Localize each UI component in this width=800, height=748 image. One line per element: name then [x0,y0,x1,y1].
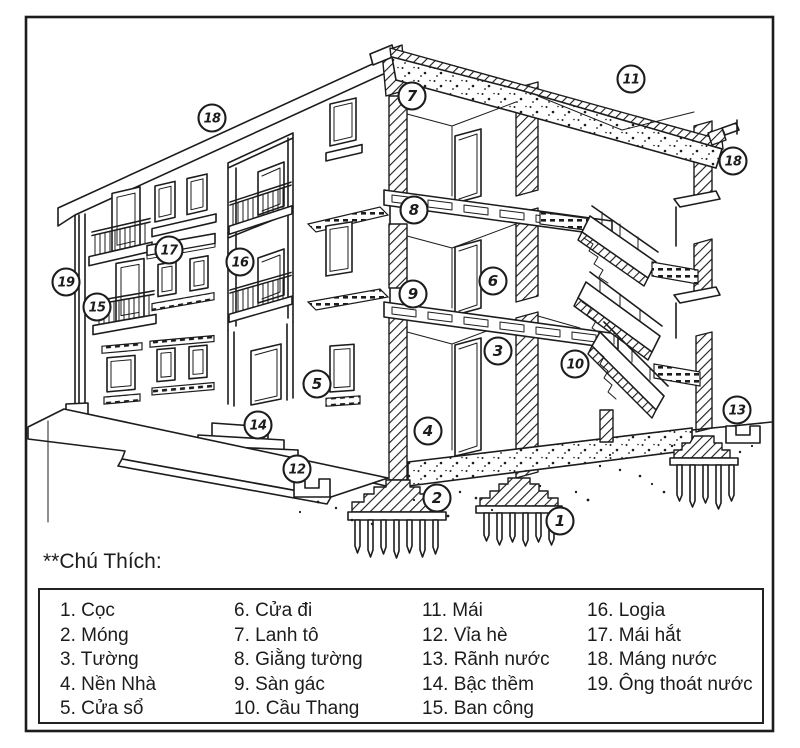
legend-column-3: 11. Mái 12. Vỉa hè 13. Rãnh nước 14. Bậc… [422,599,550,722]
cut-wall-front-mid [388,223,408,289]
window-f2-right [325,221,353,277]
callout-5: 5 [302,369,332,399]
foundation-right [669,435,739,510]
street-gutter-left [293,478,331,498]
windows-f3-mid [151,173,217,238]
windows-f1-mid [149,334,215,396]
svg-text:12: 12 [288,463,306,478]
svg-text:11: 11 [622,73,639,88]
callout-9: 9 [398,279,428,309]
drawing-border [24,15,775,733]
svg-text:3: 3 [493,342,503,360]
slab-edge-band-f2 [306,288,390,311]
legend-item: 18. Máng nước [587,649,717,670]
loggia [227,132,294,331]
svg-text:16: 16 [231,256,249,271]
legend-column-2: 6. Cửa đi 7. Lanh tô 8. Giằng tường 9. S… [234,599,363,722]
roofing-layer [389,47,724,150]
svg-text:19: 19 [57,276,75,291]
svg-text:4: 4 [422,422,433,440]
svg-text:1: 1 [555,512,565,530]
legend-item: 17. Mái hắt [587,624,681,646]
callout-3: 3 [483,336,513,366]
foundation-front [347,479,447,559]
callout-12: 12 [282,454,312,484]
staircase [539,205,701,443]
legend-item: 1. Cọc [60,600,115,621]
cut-column-lower [515,311,539,479]
cut-wall-right [673,120,721,433]
legend-item: 8. Giằng tường [234,649,363,670]
foundation-middle [475,477,563,547]
street-gutter-right [725,425,761,444]
legend-item: 5. Cửa sổ [60,698,144,719]
legend-item: 19. Ông thoát nước [587,673,753,695]
cut-wall-front-lower [388,315,408,481]
legend-item: 9. Sàn gác [234,673,325,695]
svg-text:5: 5 [312,375,322,393]
callout-18-roof-left: 18 [197,103,227,133]
callouts: 1 2 3 4 5 6 7 8 9 10 11 12 13 14 15 16 1… [51,64,752,536]
callout-18-roof-right: 18 [718,146,748,176]
window-f3-right [325,97,363,162]
svg-text:13: 13 [728,404,746,419]
legend-item: 3. Tường [60,649,139,670]
legend-heading: **Chú Thích: [43,550,162,573]
callout-10: 10 [560,349,590,379]
callout-8: 8 [399,195,429,225]
callout-7: 7 [397,81,427,111]
callout-16: 16 [225,247,255,277]
callout-14: 14 [243,410,273,440]
legend-item: 2. Móng [60,624,129,646]
callout-13: 13 [722,395,752,425]
legend-item: 10. Cầu Thang [234,698,360,719]
door-f2 [454,239,482,316]
callout-15: 15 [82,292,112,322]
entry-portal [227,321,294,407]
interior-rooms [406,95,695,457]
svg-text:15: 15 [88,301,106,316]
svg-text:7: 7 [407,87,418,105]
legend-column-1: 1. Cọc 2. Móng 3. Tường 4. Nền Nhà 5. Cử… [60,599,156,722]
balcony-lower [92,257,157,336]
legend-item: 14. Bậc thềm [422,673,534,695]
door-f1 [454,337,482,457]
legend-item: 6. Cửa đi [234,600,313,621]
legend-item: 4. Nền Nhà [60,673,157,695]
callout-6: 6 [478,266,508,296]
svg-text:9: 9 [408,285,418,303]
legend-item: 16. Logia [587,600,666,621]
legend-item: 15. Ban công [422,698,534,719]
svg-text:6: 6 [488,272,498,290]
legend-box: 1. Cọc 2. Móng 3. Tường 4. Nền Nhà 5. Cử… [38,588,764,724]
cut-wall-front-upper [388,95,408,197]
callout-1: 1 [545,506,575,536]
svg-text:18: 18 [724,155,742,170]
window-f1-right [325,343,361,407]
callout-2: 2 [422,483,452,513]
callout-11: 11 [616,64,646,94]
svg-text:17: 17 [160,244,179,259]
legend-column-4: 16. Logia 17. Mái hắt 18. Máng nước 19. … [587,599,753,697]
soil-dots [298,444,754,526]
callout-19: 19 [51,267,81,297]
svg-text:2: 2 [432,489,442,507]
eaves-gutter-band [57,55,391,227]
svg-text:18: 18 [203,112,221,127]
legend-item: 12. Vỉa hè [422,624,508,646]
svg-text:8: 8 [409,201,419,219]
callout-4: 4 [413,416,443,446]
ground-slab [407,427,693,487]
roof-gutter-right [707,119,740,146]
legend-item: 7. Lanh tô [234,624,319,646]
legend-item: 13. Rãnh nước [422,649,550,670]
svg-text:10: 10 [566,358,584,373]
roof-slab-concrete [390,55,724,169]
window-f1-left [101,342,143,405]
callout-17: 17 [154,235,184,265]
svg-text:14: 14 [249,419,267,434]
legend-item: 11. Mái [422,600,483,621]
